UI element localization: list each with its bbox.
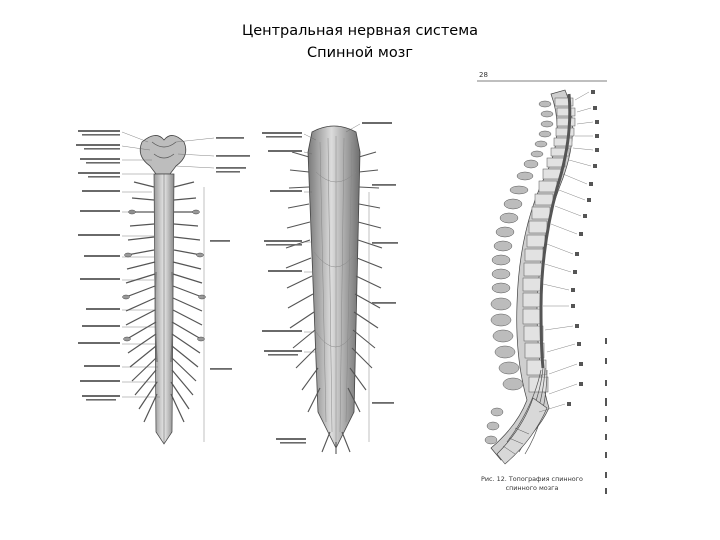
spinous-processes	[484, 100, 554, 445]
title-line-1: Центральная нервная система	[241, 23, 479, 39]
figure-caption-line-2: спинного мозга	[505, 484, 559, 492]
figure-caption: Рис. 12. Топография спинного спинного мо…	[477, 475, 587, 493]
slide-title: Центральная нервная система Спинной мозг	[0, 20, 720, 64]
cord-anterior-view	[262, 122, 398, 454]
figure-caption-line-1: Рис. 12. Топография спинного	[481, 475, 583, 483]
title-line-2: Спинной мозг	[306, 45, 414, 61]
spine-topography-figure: 28	[453, 68, 613, 498]
figure-number: 28	[479, 71, 488, 79]
vertebral-column	[490, 89, 576, 465]
spinal-cord-drawing	[76, 122, 398, 454]
cord-posterior-view	[76, 130, 250, 445]
spine-topography-drawing	[477, 80, 607, 494]
spinal-cord-illustration	[64, 112, 409, 457]
